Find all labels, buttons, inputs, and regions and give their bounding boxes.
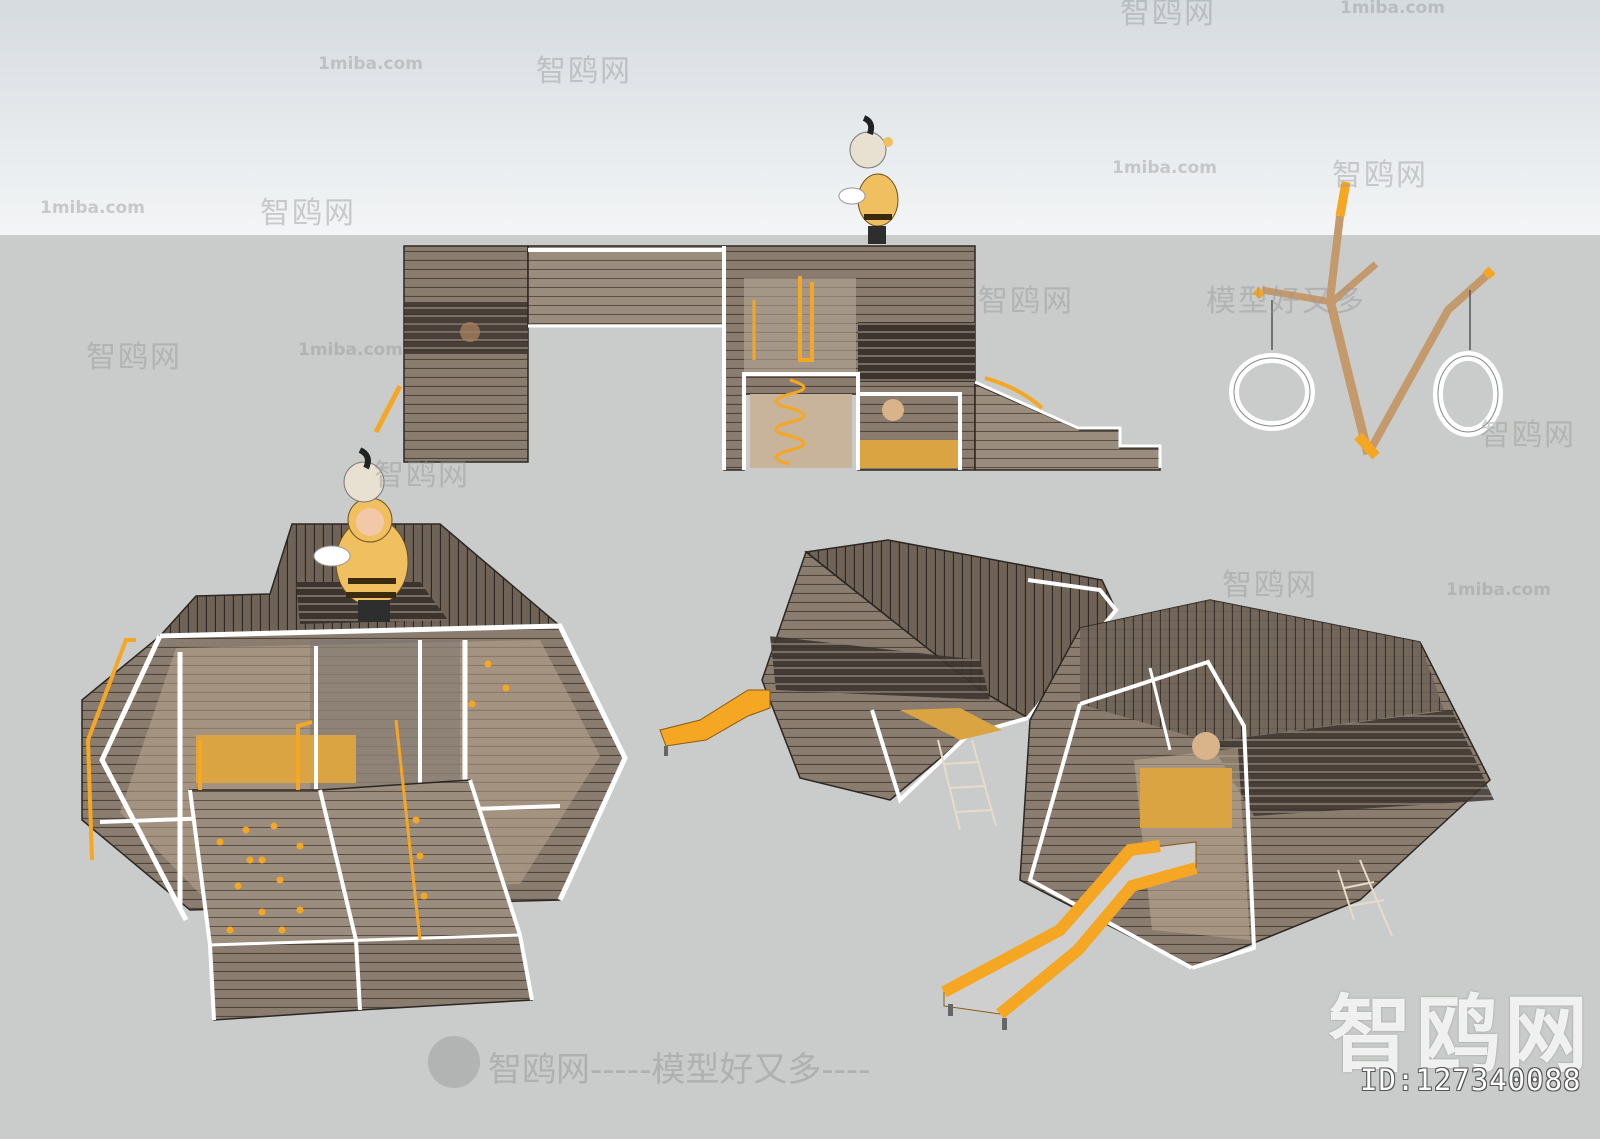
watermark-url-1: 1miba.com	[1340, 0, 1445, 18]
watermark-brand-5: 智鸥网	[978, 284, 1074, 319]
bridge	[527, 245, 725, 327]
watermark-brand-4: 智鸥网	[260, 196, 356, 231]
ramp	[974, 382, 1161, 471]
bird-logo-icon	[428, 1036, 480, 1088]
watermark-slogan-bottom: 智鸥网-----模型好又多----	[488, 1050, 871, 1090]
bee-mascot-top	[838, 115, 899, 244]
model-id-label: ID:127340088	[1360, 1063, 1582, 1097]
watermark-url-5: 1miba.com	[298, 340, 403, 360]
slide-left	[659, 689, 771, 747]
watermark-brand-9: 智鸥网	[1480, 418, 1576, 453]
watermark-url-4: 1miba.com	[40, 198, 145, 218]
watermark-brand-7: 智鸥网	[374, 458, 470, 493]
watermark-slogan-1: 模型好又多	[1206, 284, 1366, 319]
watermark-brand-2: 智鸥网	[536, 54, 632, 89]
rope-ladder-right	[1337, 859, 1393, 937]
right-play-structure	[659, 539, 1494, 1030]
watermark-brand-6: 智鸥网	[86, 340, 182, 375]
watermark-url-6: 1miba.com	[1446, 580, 1551, 600]
watermark-url-2: 1miba.com	[318, 54, 423, 74]
top-play-structure	[373, 245, 1162, 471]
left-play-structure	[81, 523, 628, 1021]
watermark-brand-3: 智鸥网	[1332, 158, 1428, 193]
watermark-brand-1: 智鸥网	[1120, 0, 1216, 31]
watermark-brand-8: 智鸥网	[1222, 568, 1318, 603]
swing-tree	[1229, 181, 1503, 460]
sky	[0, 0, 1600, 235]
bee-mascot-left	[313, 447, 409, 622]
brand-logo-text: 智鸥网	[1328, 986, 1593, 1084]
rope-ladder-left	[937, 739, 997, 831]
watermark-url-3: 1miba.com	[1112, 158, 1217, 178]
